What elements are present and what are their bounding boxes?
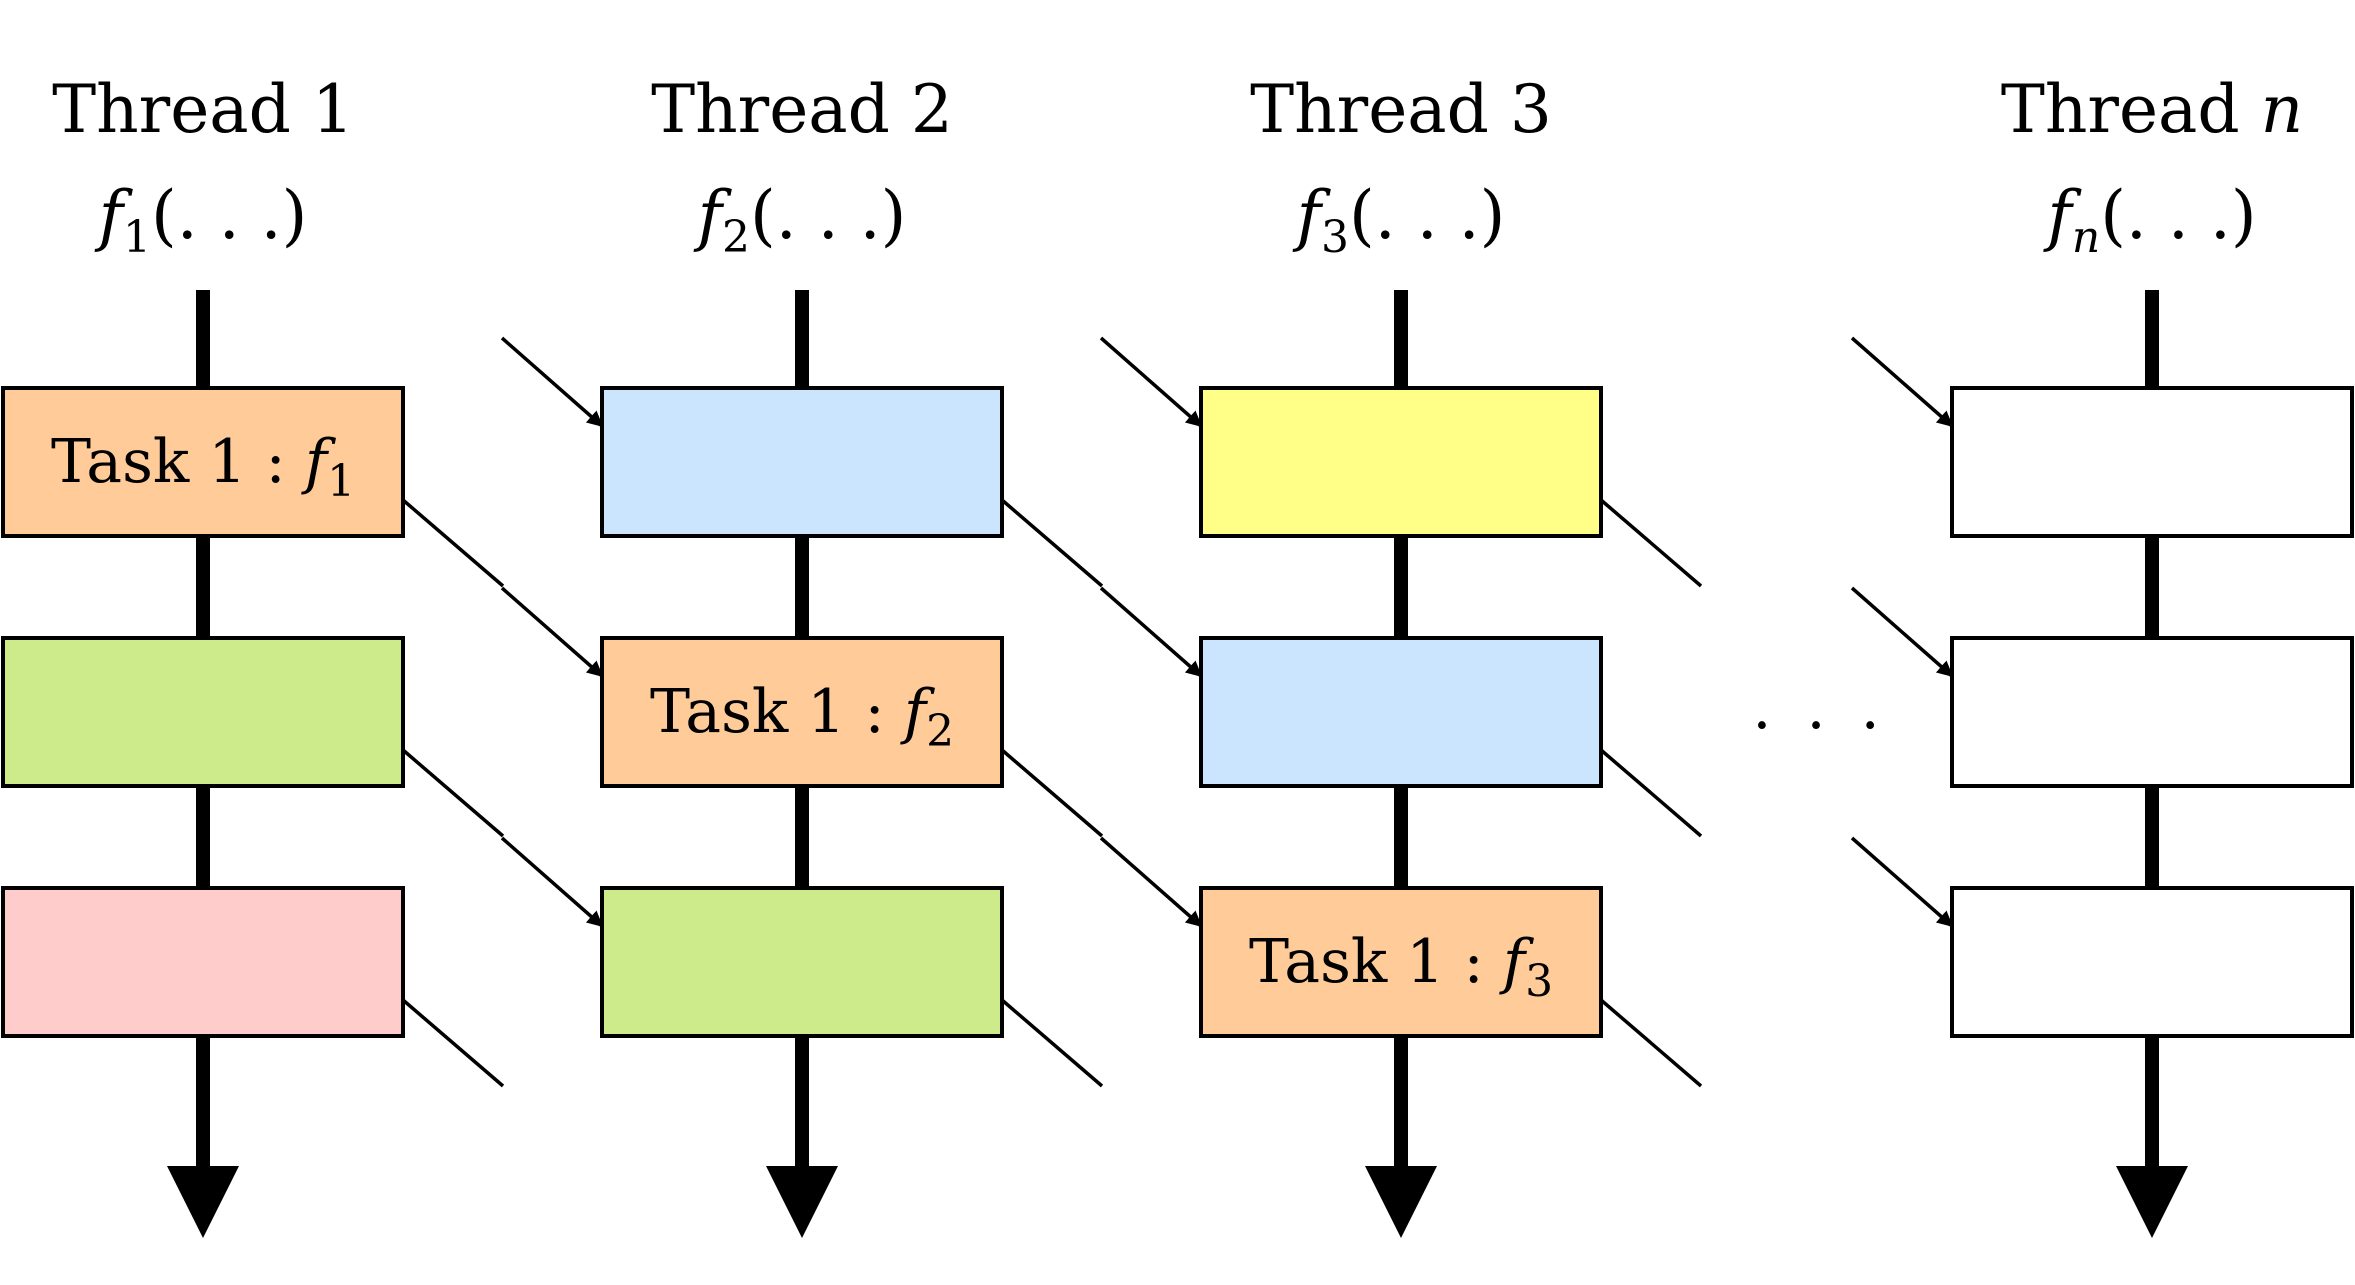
thread-timeline-arrowhead [1365, 1166, 1437, 1238]
task-box-3 [600, 886, 1004, 1038]
thread-timeline-arrowhead [766, 1166, 838, 1238]
incoming-handoff-arrow [1850, 836, 1954, 928]
task-box-rect [600, 386, 1004, 538]
outgoing-handoff-line [1000, 998, 1104, 1088]
thread-function-subscript: 1 [123, 212, 151, 263]
thread-column-3: Thread 3f3(. . .)Task 1 : f3 [1199, 71, 1603, 1238]
task-box-rect [1199, 386, 1603, 538]
incoming-handoff-arrow [500, 586, 604, 678]
task-label-subscript: 1 [327, 456, 355, 507]
task-box-rect [1, 386, 405, 538]
thread-function-subscript: 3 [1321, 212, 1349, 263]
task-label: Task 1 : f1 [51, 427, 355, 507]
thread-title-index: n [2261, 71, 2304, 148]
task-box-1 [1199, 386, 1603, 538]
task-label-text: Task 1 : [51, 427, 286, 497]
thread-function-subscript: n [2072, 212, 2100, 263]
thread-timeline-arrowhead [2116, 1166, 2188, 1238]
task-box-2 [1199, 636, 1603, 788]
task-box-rect [1950, 886, 2354, 1038]
task-label: Task 1 : f2 [650, 677, 954, 757]
task-box-3 [1950, 886, 2354, 1038]
task-box-2: Task 1 : f2 [600, 636, 1004, 788]
task-label-subscript: 3 [1525, 956, 1553, 1007]
task-box-3: Task 1 : f3 [1199, 886, 1603, 1038]
thread-function: fn(. . .) [2042, 177, 2256, 263]
task-box-1 [600, 386, 1004, 538]
incoming-handoff-arrow [1099, 336, 1203, 428]
thread-title: Thread 3 [1250, 71, 1552, 148]
outgoing-handoff-line [1599, 498, 1703, 588]
thread-timeline-arrowhead [167, 1166, 239, 1238]
outgoing-handoff-line [1000, 498, 1104, 588]
incoming-handoff-arrow [1099, 586, 1203, 678]
thread-title-index: 1 [312, 71, 354, 148]
thread-function: f1(. . .) [94, 177, 308, 263]
more-threads-ellipsis: . . . [1752, 673, 1887, 743]
thread-function-args: (. . .) [151, 177, 307, 254]
task-box-rect [1950, 386, 2354, 538]
thread-column-2: Thread 2f2(. . .)Task 1 : f2 [600, 71, 1004, 1238]
thread-title-word: Thread [651, 71, 890, 148]
thread-function-args: (. . .) [1349, 177, 1505, 254]
thread-title-word: Thread [52, 71, 291, 148]
task-box-2 [1, 636, 405, 788]
thread-function-args: (. . .) [2100, 177, 2256, 254]
thread-function-args: (. . .) [750, 177, 906, 254]
incoming-handoff-arrow [1850, 336, 1954, 428]
task-box-rect [1, 886, 405, 1038]
thread-title-index: 3 [1510, 71, 1552, 148]
thread-column-1: Thread 1f1(. . .)Task 1 : f1 [1, 71, 405, 1238]
task-box-rect [1199, 636, 1603, 788]
thread-title-index: 2 [911, 71, 953, 148]
incoming-handoff-arrow [500, 836, 604, 928]
thread-column-4: Thread nfn(. . .) [1950, 71, 2354, 1238]
task-label: Task 1 : f3 [1249, 927, 1553, 1007]
thread-function-subscript: 2 [722, 212, 750, 263]
task-box-rect [600, 636, 1004, 788]
outgoing-handoff-line [401, 498, 505, 588]
thread-function: f2(. . .) [693, 177, 907, 263]
task-label-subscript: 2 [926, 706, 954, 757]
task-label-text: Task 1 : [650, 677, 885, 747]
outgoing-handoff-line [1599, 998, 1703, 1088]
task-box-rect [600, 886, 1004, 1038]
incoming-handoff-arrow [500, 336, 604, 428]
task-box-3 [1, 886, 405, 1038]
outgoing-handoff-line [401, 998, 505, 1088]
task-box-rect [1950, 636, 2354, 788]
task-box-rect [1, 636, 405, 788]
incoming-handoff-arrow [1099, 836, 1203, 928]
task-box-1: Task 1 : f1 [1, 386, 405, 538]
outgoing-handoff-line [1000, 748, 1104, 838]
thread-title-word: Thread [1250, 71, 1489, 148]
task-box-2 [1950, 636, 2354, 788]
thread-title: Thread n [2001, 71, 2303, 148]
task-label-text: Task 1 : [1249, 927, 1484, 997]
outgoing-handoff-line [1599, 748, 1703, 838]
thread-title: Thread 1 [52, 71, 354, 148]
outgoing-handoff-line [401, 748, 505, 838]
thread-title: Thread 2 [651, 71, 953, 148]
thread-title-word: Thread [2001, 71, 2240, 148]
task-box-rect [1199, 886, 1603, 1038]
incoming-handoff-arrow [1850, 586, 1954, 678]
task-box-1 [1950, 386, 2354, 538]
thread-function: f3(. . .) [1292, 177, 1506, 263]
handoff-arrows [401, 336, 1954, 1088]
